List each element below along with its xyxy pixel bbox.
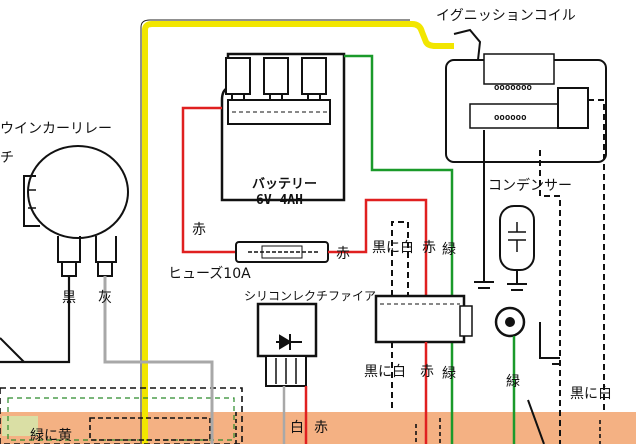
label-white-bar: 白 (290, 420, 304, 436)
wire-coil-dash-left (539, 150, 561, 444)
harness-box-1 (89, 417, 211, 441)
label-green-bottom: 緑 (442, 366, 456, 382)
wire-black-white-dash (391, 221, 409, 296)
battery-label-2: 6V 4AH (256, 193, 303, 208)
coil-mark-1: ooooooo (494, 83, 532, 93)
wire-black-diag-right (527, 399, 545, 444)
wire-coil-dash-right (588, 99, 605, 412)
winker-relay (23, 145, 129, 277)
label-ignition-coil: イグニッションコイル (436, 8, 576, 24)
label-fuse: ヒューズ10A (168, 266, 251, 282)
wire-black-diag (0, 337, 25, 363)
wire-green-battery (344, 54, 454, 444)
label-condenser: コンデンサー (488, 177, 572, 194)
label-red-bar: 赤 (314, 420, 328, 436)
label-green-right: 緑 (506, 374, 520, 390)
wire-red-battery (181, 106, 236, 254)
wire-yellow (142, 21, 454, 444)
label-gray: 灰 (98, 290, 112, 306)
connector-block (374, 294, 473, 344)
fuse (235, 241, 329, 263)
wire-coil-ground (474, 130, 494, 289)
label-red-top: 赤 (422, 240, 436, 256)
ignition-coil (445, 28, 607, 163)
label-rectifier: シリコンレクチファイア (244, 289, 376, 303)
label-red-bottom: 赤 (420, 364, 434, 380)
battery (220, 52, 346, 202)
label-black-white-bottom: 黒に白 (364, 364, 406, 380)
band-dash-1 (235, 412, 601, 444)
harness-outline-inner (7, 397, 235, 441)
label-black: 黒 (62, 290, 76, 306)
harness-outline-left (0, 387, 243, 444)
label-winker-relay-cut: チ (0, 150, 14, 166)
battery-label-1: バッテリー (252, 177, 317, 192)
wire-gray-relay (103, 276, 214, 444)
green-yellow-mark (2, 416, 38, 436)
coil-mark-2: oooooo (494, 113, 527, 123)
silicon-rectifier (256, 302, 318, 387)
condenser (499, 205, 535, 291)
label-green-yellow: 緑に黄 (30, 427, 72, 444)
label-red-battery: 赤 (192, 222, 206, 238)
label-green-top: 緑 (442, 242, 456, 258)
label-black-white-right: 黒に白 (570, 386, 612, 402)
label-black-white-top: 黒に白 (372, 240, 414, 256)
contact-breaker (494, 306, 560, 365)
wire-yellow-edge (140, 19, 410, 444)
label-winker-relay: ウインカーリレー (0, 121, 112, 137)
wire-red-connector (356, 198, 428, 296)
label-red-fuse: 赤 (336, 246, 350, 262)
